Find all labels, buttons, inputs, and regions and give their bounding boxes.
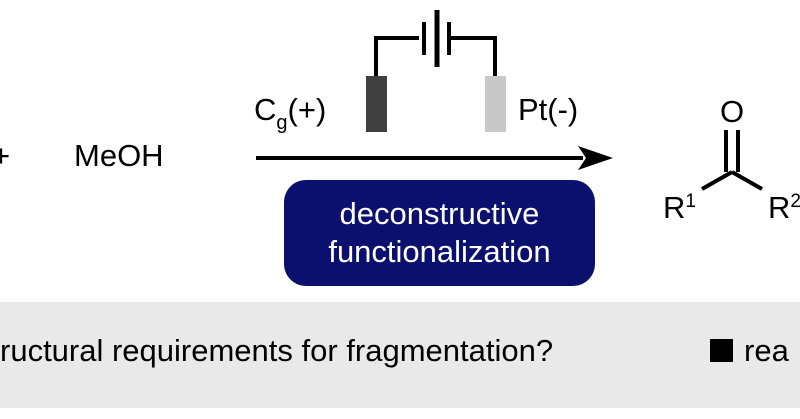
anode-label: Cg(+) (254, 92, 327, 133)
r2-index: 2 (790, 191, 800, 212)
r1-symbol: R (663, 190, 686, 225)
anode-charge: (+) (287, 92, 327, 127)
ketone-structure (701, 130, 763, 191)
footer-next-item: rea (744, 333, 789, 368)
plus-sign: + (0, 138, 11, 173)
condition-line-1: deconstructive (339, 196, 540, 231)
battery-symbol-icon (374, 10, 497, 76)
oxygen-atom-label: O (720, 94, 745, 129)
r1-index: 1 (685, 191, 696, 212)
r2-symbol: R (768, 190, 791, 225)
cathode-electrode (485, 76, 506, 132)
anode-symbol: C (254, 92, 277, 127)
cathode-label: Pt(-) (518, 92, 579, 127)
r1-substituent: R1 (663, 192, 696, 223)
reaction-arrow-icon (256, 146, 613, 170)
condition-line-2: functionalization (328, 234, 551, 269)
footer-question: ructural requirements for fragmentation? (0, 333, 554, 368)
reaction-scheme (256, 10, 763, 191)
r2-substituent: R2 (768, 192, 800, 223)
methanol-label: MeOH (74, 138, 164, 173)
reaction-condition-box: deconstructive functionalization (284, 180, 595, 286)
footer-band (0, 302, 800, 408)
square-bullet-icon (710, 339, 733, 362)
anode-subscript: g (276, 112, 288, 134)
anode-electrode (366, 76, 387, 132)
